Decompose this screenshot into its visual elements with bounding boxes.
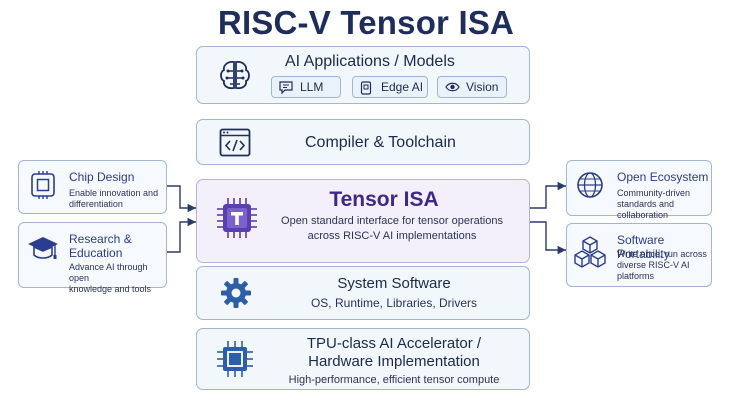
research-education-title-line1: Research & [69, 232, 132, 246]
chip-design-title: Chip Design [69, 170, 135, 184]
research-education-desc: Advance AI through open knowledge and to… [69, 262, 166, 295]
software-portability-desc-line3: platforms [617, 271, 655, 281]
device-icon [360, 81, 372, 95]
tensor-isa-title: Tensor ISA [329, 188, 439, 211]
software-portability-desc-line2: diverse RISC-V AI [617, 260, 690, 270]
research-education-title-line2: Education [69, 246, 123, 260]
tensor-isa-subtitle-line1: Open standard interface for tensor opera… [281, 215, 503, 227]
gear-icon [221, 278, 251, 308]
chip-design-desc: Enable innovation and differentiation [69, 188, 158, 210]
chip-design-desc-line2: differentiation [69, 199, 123, 209]
open-ecosystem-box: Open Ecosystem Community-driven standard… [566, 160, 712, 220]
software-portability-box: Software Portability Write once, run acr… [566, 223, 712, 287]
software-portability-title: Software Portability [617, 233, 670, 261]
cubes-icon [574, 236, 606, 268]
chip-edge-ai: Edge AI [352, 76, 428, 98]
research-education-desc-line1: Advance AI through open [69, 262, 148, 283]
hardware-subtitle: High-performance, efficient tensor compu… [288, 374, 500, 386]
research-education-desc-line2: knowledge and tools [69, 284, 152, 294]
software-portability-desc-line1: Write once, run across [617, 249, 707, 259]
code-window-icon [219, 128, 251, 157]
chat-icon [279, 81, 293, 94]
chip-llm: LLM [271, 76, 341, 98]
open-ecosystem-desc-line1: Community-driven [617, 188, 691, 198]
brain-icon [220, 60, 250, 90]
chip-vision-label: Vision [466, 80, 499, 94]
open-ecosystem-desc-line2: standards and collaboration [617, 199, 675, 220]
open-ecosystem-desc: Community-driven standards and collabora… [617, 188, 711, 221]
chip-vision: Vision [437, 76, 507, 98]
chip-icon [31, 171, 55, 199]
research-education-title: Research & Education [69, 232, 132, 260]
arrow-portability [530, 221, 566, 255]
research-education-box: Research & Education Advance AI through … [18, 222, 167, 294]
graduation-cap-icon [28, 237, 58, 259]
ai-applications-box: AI Applications / Models LLM Edge AI Vis… [196, 46, 530, 104]
chip-design-desc-line1: Enable innovation and [69, 188, 159, 198]
diagram-title: RISC-V Tensor ISA [217, 4, 515, 41]
open-ecosystem-title: Open Ecosystem [617, 170, 709, 184]
tensor-isa-box: Tensor ISA Open standard interface for t… [196, 179, 530, 263]
system-software-subtitle: OS, Runtime, Libraries, Drivers [310, 296, 478, 310]
processor-icon [217, 341, 253, 377]
system-software-box: System Software OS, Runtime, Libraries, … [196, 266, 530, 320]
arrow-research [167, 217, 196, 253]
arrow-ecosystem [530, 181, 566, 209]
hardware-title-line1: TPU-class AI Accelerator / [306, 335, 482, 352]
hardware-title: TPU-class AI Accelerator / Hardware Impl… [257, 335, 531, 371]
globe-icon [577, 172, 603, 198]
chip-llm-label: LLM [300, 80, 324, 94]
tensor-chip-icon [217, 198, 257, 238]
arrow-chip-design [167, 185, 196, 213]
compiler-toolchain-box: Compiler & Toolchain [196, 119, 530, 165]
hardware-title-line2: Hardware Implementation [308, 353, 480, 370]
chip-design-box: Chip Design Enable innovation and differ… [18, 160, 167, 214]
eye-icon [445, 82, 460, 92]
compiler-toolchain-title: Compiler & Toolchain [305, 134, 456, 151]
tensor-isa-subtitle: Open standard interface for tensor opera… [257, 214, 527, 244]
system-software-title: System Software [337, 275, 451, 292]
ai-applications-title: AI Applications / Models [285, 53, 455, 70]
hardware-box: TPU-class AI Accelerator / Hardware Impl… [196, 328, 530, 390]
software-portability-desc: Write once, run across diverse RISC-V AI… [617, 249, 707, 282]
chip-edge-ai-label: Edge AI [381, 80, 424, 94]
tensor-isa-subtitle-line2: across RISC-V AI implementations [307, 230, 477, 242]
